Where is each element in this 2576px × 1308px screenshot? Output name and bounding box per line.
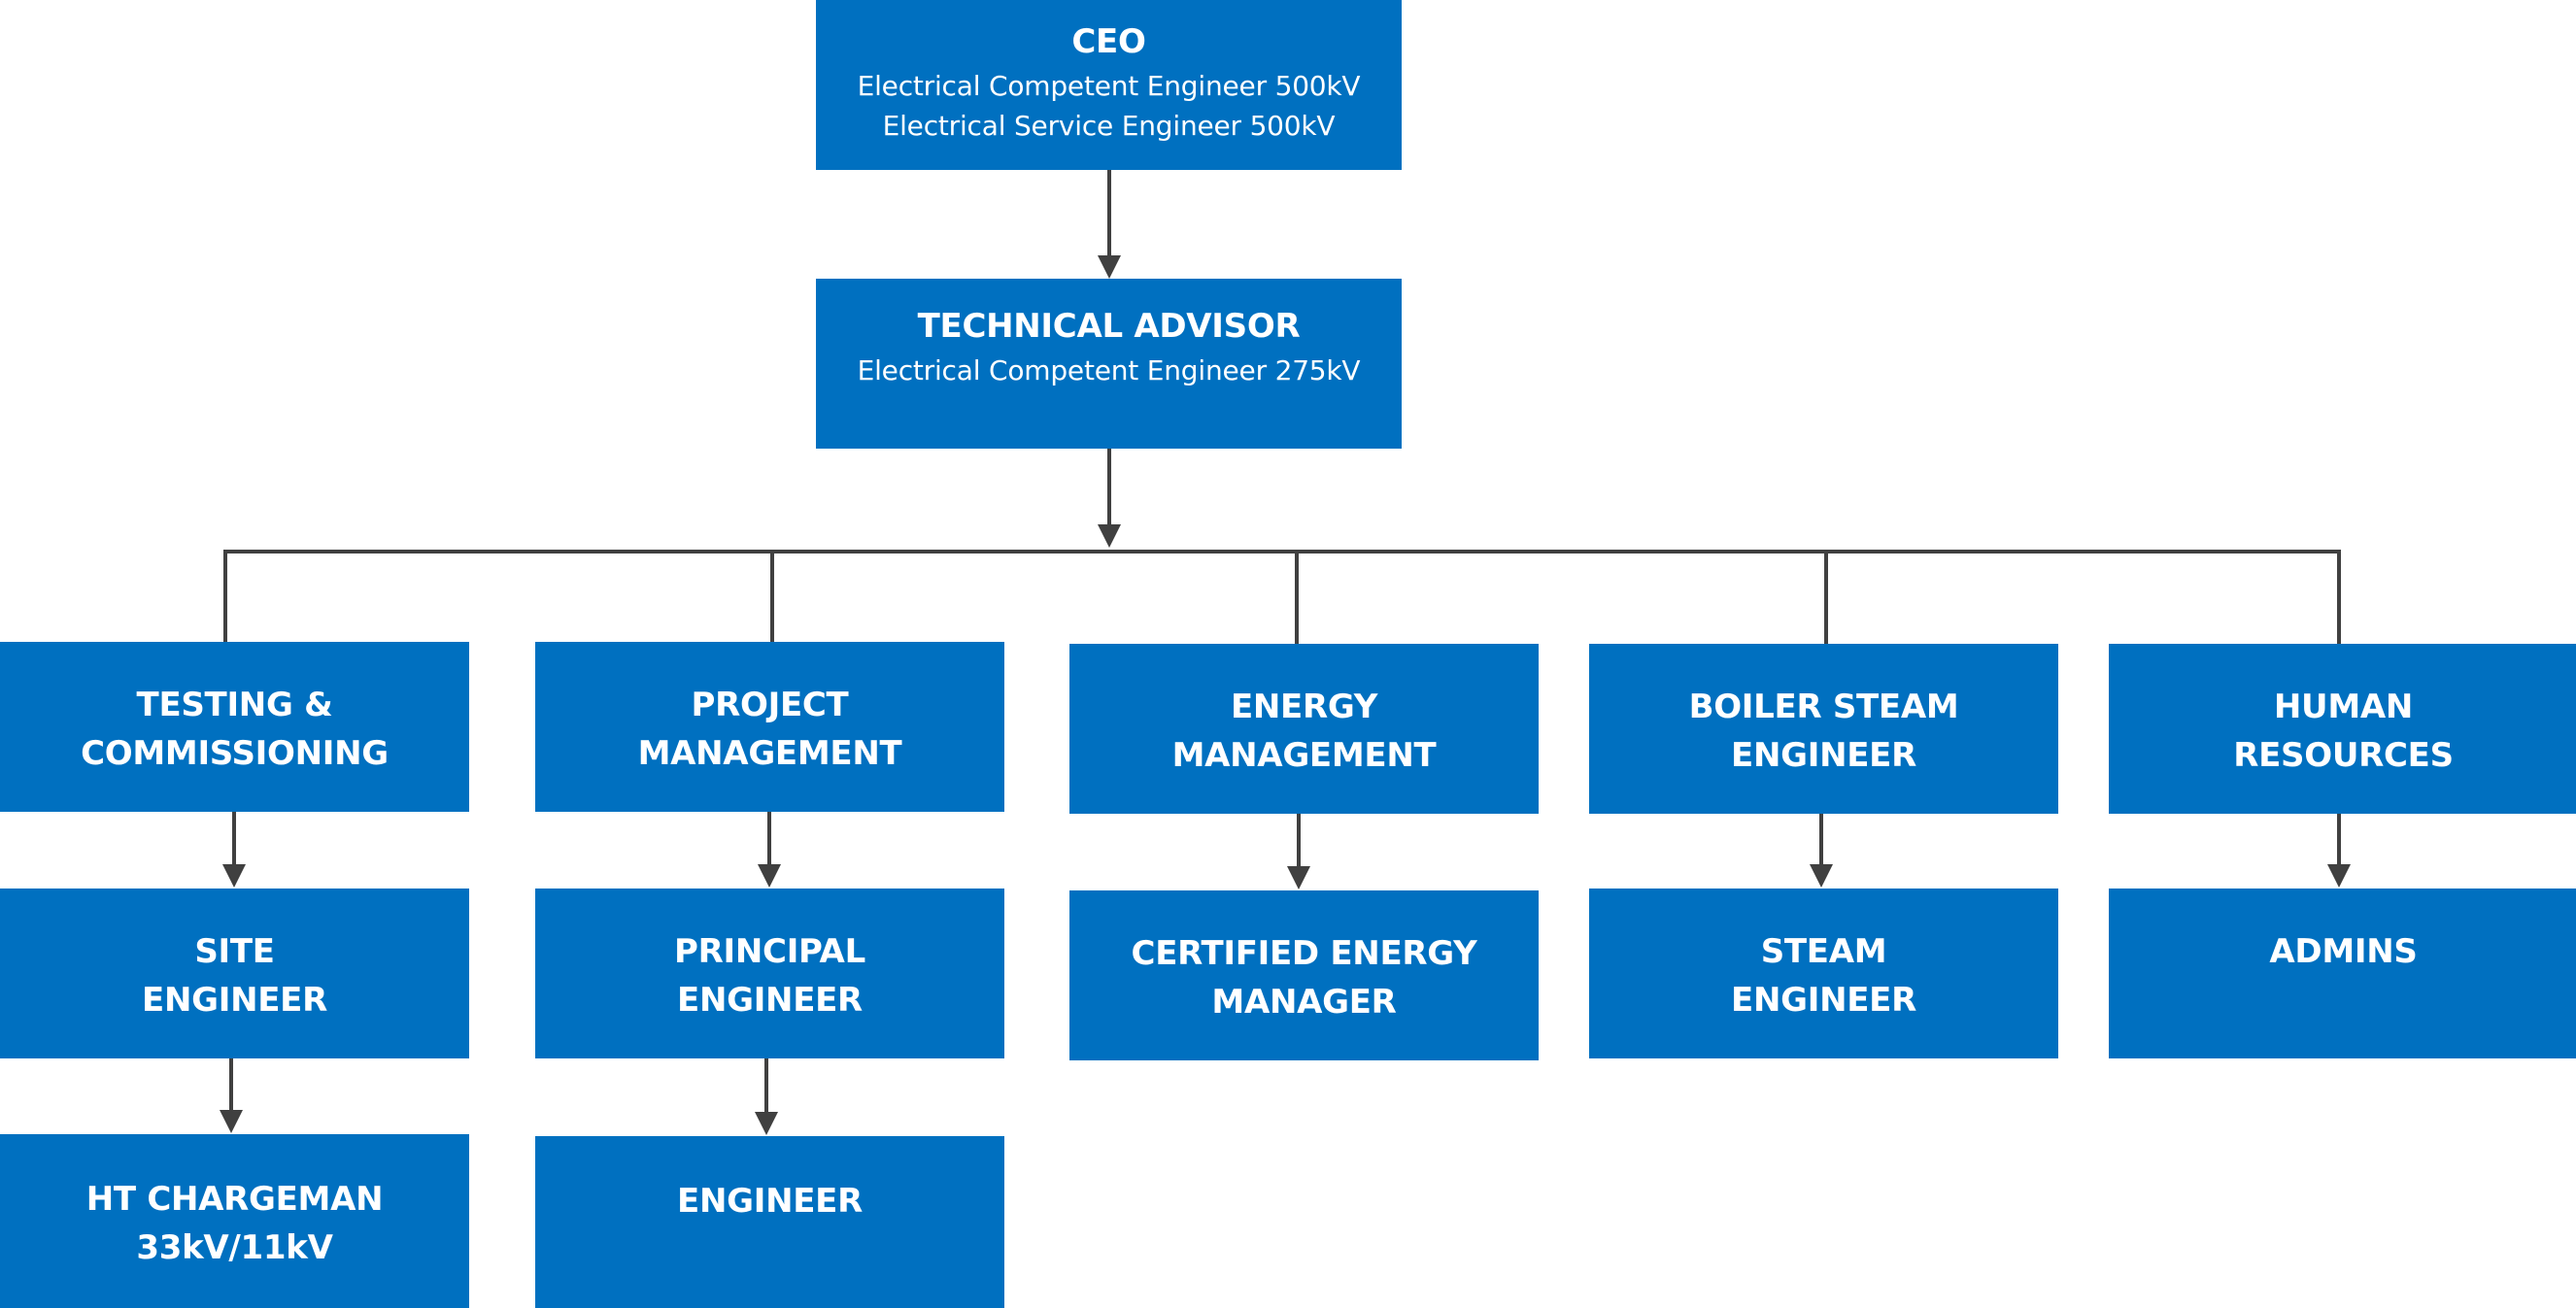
node-project-management: PROJECT MANAGEMENT — [535, 642, 1004, 812]
boiler-steam-engineer-title: BOILER STEAM ENGINEER — [1688, 688, 1959, 775]
node-site-engineer: SITE ENGINEER — [0, 889, 469, 1058]
node-human-resources: HUMAN RESOURCES — [2109, 644, 2576, 814]
node-admins: ADMINS — [2109, 889, 2576, 1058]
human-resources-title: HUMAN RESOURCES — [2233, 688, 2454, 775]
node-testing-commissioning: TESTING & COMMISSIONING — [0, 642, 469, 812]
steam-engineer-title: STEAM ENGINEER — [1731, 932, 1916, 1020]
node-ceo: CEO Electrical Competent Engineer 500kV … — [816, 0, 1402, 170]
ceo-qualification-2: Electrical Service Engineer 500kV — [882, 110, 1336, 142]
technical-advisor-qualification: Electrical Competent Engineer 275kV — [857, 354, 1361, 386]
technical-advisor-title: TECHNICAL ADVISOR — [917, 307, 1301, 346]
ceo-title: CEO — [1071, 22, 1146, 61]
node-principal-engineer: PRINCIPAL ENGINEER — [535, 889, 1004, 1058]
node-engineer: ENGINEER — [535, 1136, 1004, 1308]
project-management-title: PROJECT MANAGEMENT — [637, 686, 902, 773]
principal-engineer-title: PRINCIPAL ENGINEER — [674, 932, 865, 1020]
energy-management-title: ENERGY MANAGEMENT — [1171, 688, 1437, 775]
node-technical-advisor: TECHNICAL ADVISOR Electrical Competent E… — [816, 279, 1402, 449]
node-energy-management: ENERGY MANAGEMENT — [1069, 644, 1539, 814]
node-steam-engineer: STEAM ENGINEER — [1589, 889, 2058, 1058]
testing-commissioning-title: TESTING & COMMISSIONING — [81, 686, 389, 773]
node-ht-chargeman: HT CHARGEMAN 33kV/11kV — [0, 1134, 469, 1308]
ceo-qualification-1: Electrical Competent Engineer 500kV — [857, 70, 1361, 102]
site-engineer-title: SITE ENGINEER — [142, 932, 327, 1020]
certified-energy-manager-title: CERTIFIED ENERGY MANAGER — [1131, 934, 1477, 1022]
node-certified-energy-manager: CERTIFIED ENERGY MANAGER — [1069, 890, 1539, 1060]
node-boiler-steam-engineer: BOILER STEAM ENGINEER — [1589, 644, 2058, 814]
engineer-title: ENGINEER — [677, 1182, 863, 1221]
ht-chargeman-title: HT CHARGEMAN 33kV/11kV — [85, 1180, 384, 1267]
admins-title: ADMINS — [2269, 932, 2418, 971]
